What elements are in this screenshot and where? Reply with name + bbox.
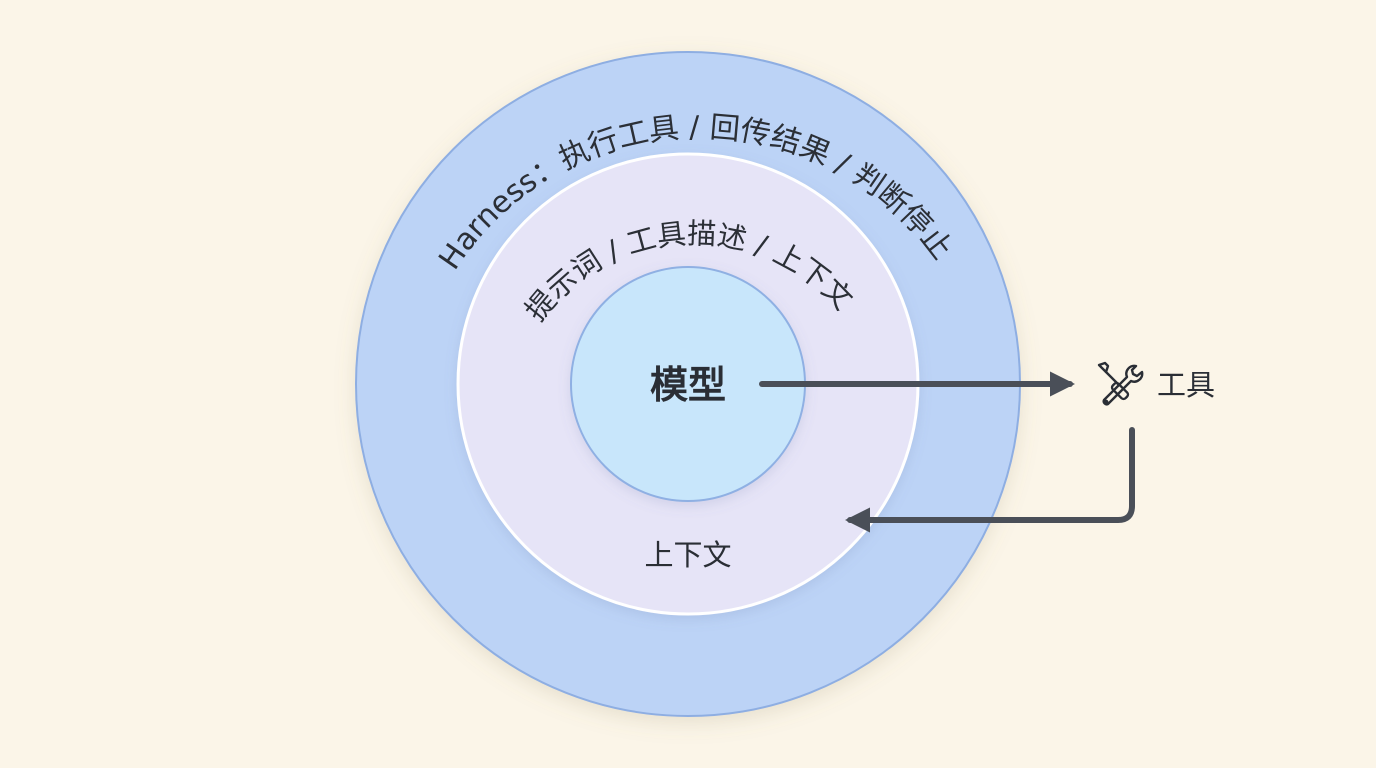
tools-icon [1097,361,1144,406]
model-label: 模型 [650,363,726,407]
arrow-tools-to-context [844,427,1135,533]
tools-label: 工具 [1157,368,1215,402]
context-bottom-label: 上下文 [644,538,731,572]
